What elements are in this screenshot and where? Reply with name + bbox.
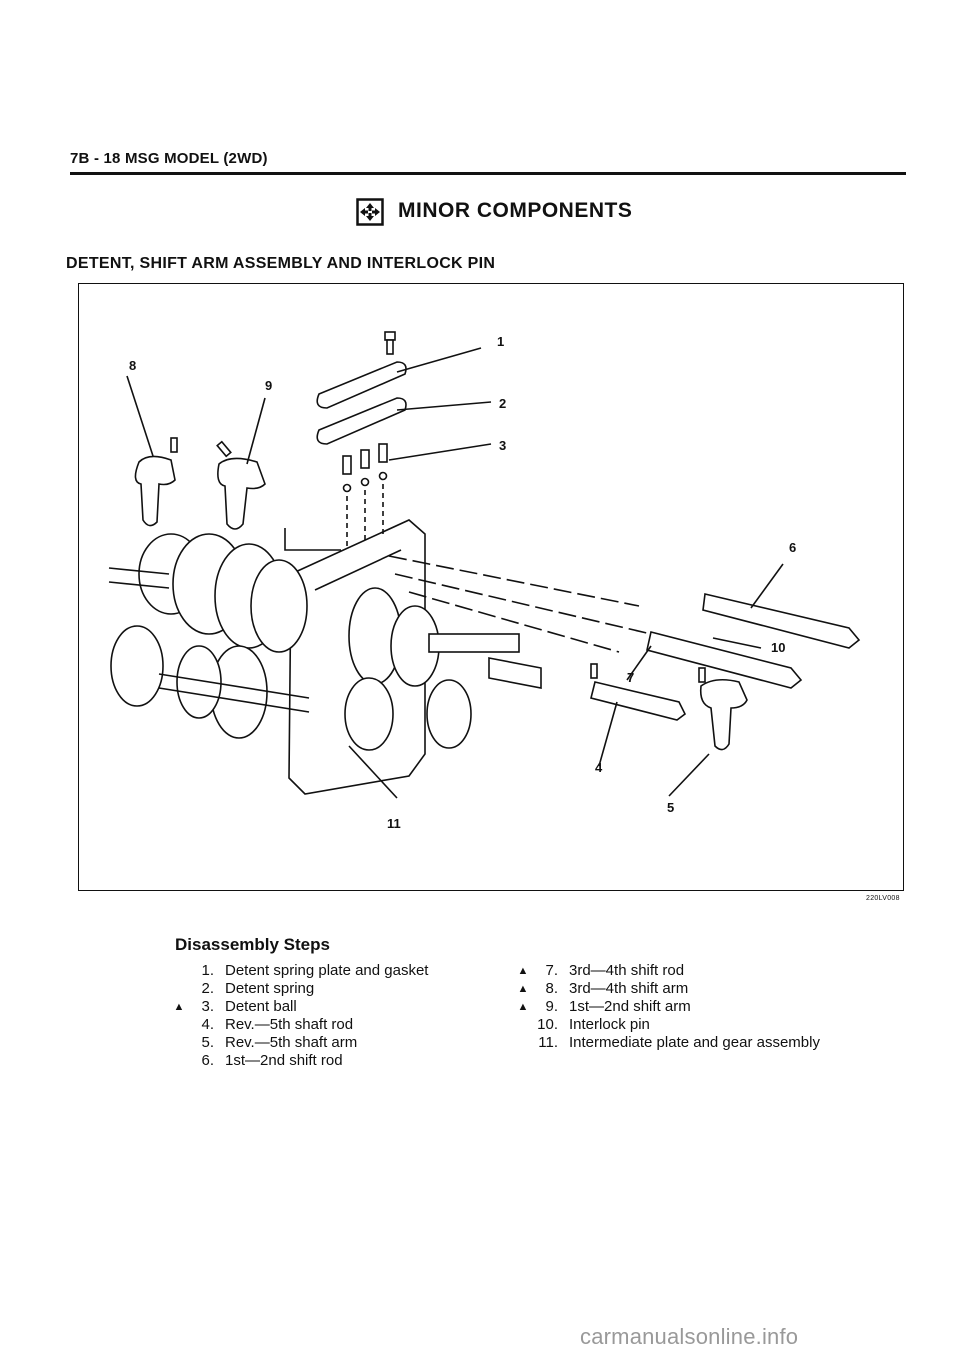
callout-5: 5: [667, 800, 675, 815]
watermark-text: carmanualsonline.info: [580, 1324, 799, 1349]
callout-9: 9: [265, 378, 273, 393]
steps-title: Disassembly Steps: [175, 935, 330, 954]
section-title: MINOR COMPONENTS: [398, 199, 633, 222]
figure-code: 220LV008: [866, 895, 900, 902]
step-marker: ▲: [517, 1001, 529, 1013]
header-rule: [70, 172, 906, 175]
callout-4: 4: [595, 760, 603, 775]
exploded-view-figure: 8 9 1 2 3 6 10 7 4 5 11: [78, 283, 904, 891]
callout-10: 10: [771, 640, 786, 655]
step-marker: ▲: [517, 965, 529, 977]
disassembly-arrows-icon: [356, 198, 384, 226]
step-marker: ▲: [173, 1001, 185, 1013]
callout-8: 8: [129, 358, 137, 373]
procedure-subtitle: DETENT, SHIFT ARM ASSEMBLY AND INTERLOCK…: [66, 255, 496, 272]
callout-11: 11: [387, 816, 401, 831]
callout-6: 6: [789, 540, 797, 555]
exploded-view-drawing: [108, 331, 861, 799]
callout-3: 3: [499, 438, 507, 453]
step-marker: ▲: [517, 983, 529, 995]
callout-7: 7: [627, 670, 635, 685]
callout-2: 2: [499, 396, 507, 411]
callout-1: 1: [497, 334, 505, 349]
page-header: 7B - 18 MSG MODEL (2WD): [70, 150, 268, 167]
